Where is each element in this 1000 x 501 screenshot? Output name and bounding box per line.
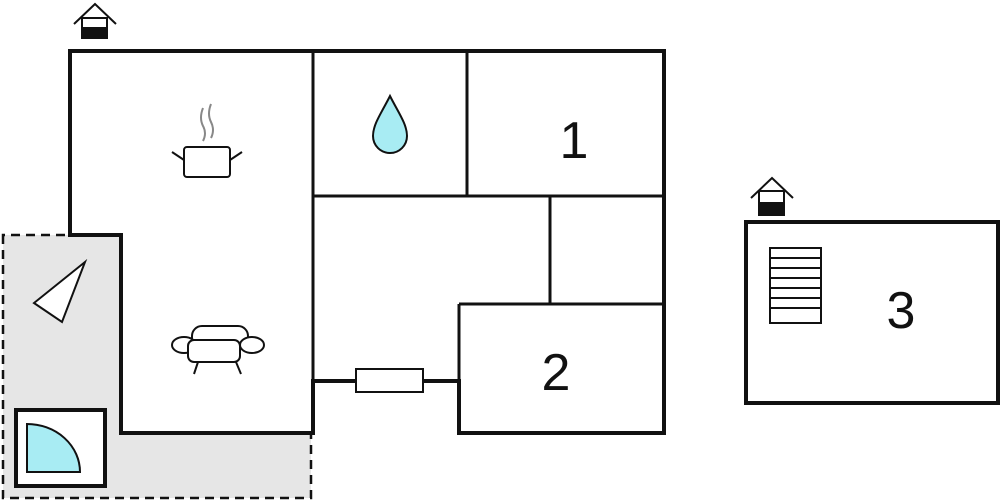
sofa-icon	[171, 325, 265, 375]
room-label-3: 3	[887, 282, 916, 340]
room-label-2: 2	[542, 344, 571, 402]
entrance-house-icon	[750, 176, 794, 216]
parasol-icon	[32, 258, 88, 324]
cooking-pot-icon	[171, 103, 243, 178]
room-label-1: 1	[560, 112, 589, 170]
radiator-icon	[355, 368, 424, 393]
pool-icon	[14, 408, 107, 488]
entrance-house-icon	[73, 2, 117, 39]
water-drop-icon	[371, 93, 409, 154]
interior-walls	[311, 51, 664, 381]
stairs-icon	[769, 247, 822, 324]
outbuilding-outline	[744, 220, 1000, 405]
